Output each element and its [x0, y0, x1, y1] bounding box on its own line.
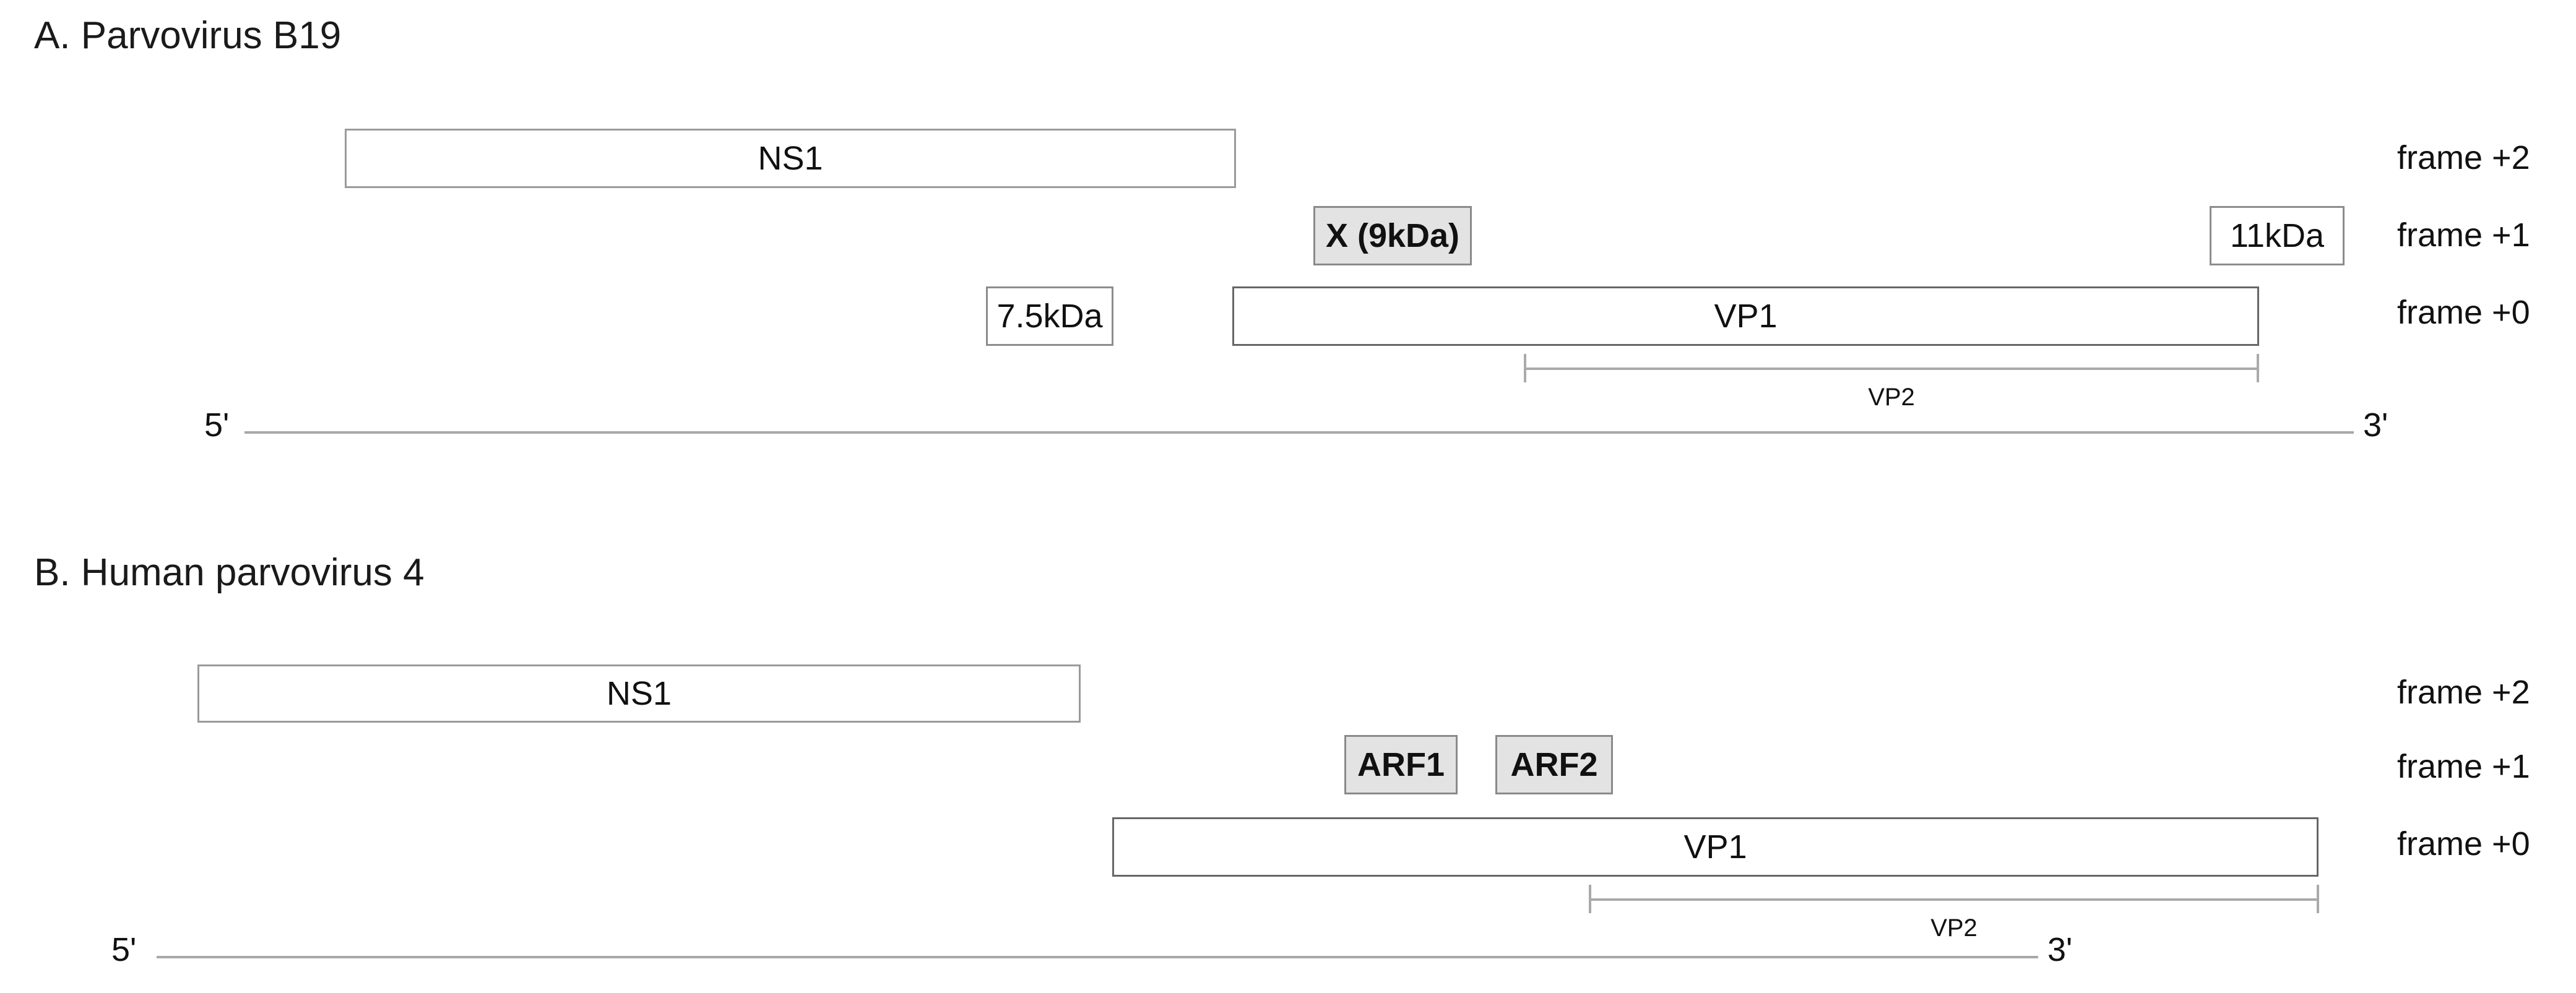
panel-a-three-prime-label: 3' [2363, 406, 2388, 444]
panel-a-orf-ns1-label: NS1 [758, 140, 823, 177]
panel-a-orf-x9kda-label: X (9kDa) [1325, 217, 1460, 254]
panel-a-vp2-bracket [1524, 354, 2259, 385]
panel-b-three-prime-label: 3' [2047, 931, 2073, 968]
panel-b-frame-plus2-label: frame +2 [2397, 674, 2530, 711]
panel-b-orf-vp1: VP1 [1112, 817, 2319, 877]
panel-b-vp2-bracket-tick-left [1589, 885, 1591, 913]
panel-a-vp2-label: VP2 [1868, 384, 1915, 411]
panel-a-vp2-bracket-line [1524, 368, 2259, 370]
panel-b-vp2-bracket-tick-right [2317, 885, 2319, 913]
panel-a-orf-ns1: NS1 [345, 129, 1236, 188]
panel-a-frame-plus0-label: frame +0 [2397, 294, 2530, 331]
panel-a-orf-75kda: 7.5kDa [986, 286, 1113, 346]
panel-a-orf-x9kda: X (9kDa) [1313, 206, 1472, 265]
panel-a-orf-vp1: VP1 [1232, 286, 2259, 346]
panel-b-orf-ns1-label: NS1 [606, 675, 672, 712]
panel-b-orf-vp1-label: VP1 [1683, 828, 1747, 866]
panel-b-orf-arf1-label: ARF1 [1357, 746, 1445, 783]
panel-b-orf-arf2: ARF2 [1495, 735, 1613, 794]
panel-b-title: B. Human parvovirus 4 [34, 551, 425, 594]
panel-b-genome-line [157, 956, 2038, 958]
panel-b-orf-arf1: ARF1 [1344, 735, 1458, 794]
panel-a-frame-plus1-label: frame +1 [2397, 217, 2530, 254]
panel-a-five-prime-label: 5' [204, 406, 230, 444]
panel-b-frame-plus0-label: frame +0 [2397, 825, 2530, 862]
panel-b-orf-ns1: NS1 [197, 664, 1081, 723]
panel-b-orf-arf2-label: ARF2 [1510, 746, 1598, 783]
panel-a-orf-75kda-label: 7.5kDa [996, 298, 1103, 335]
panel-a-orf-vp1-label: VP1 [1714, 298, 1778, 335]
panel-a-genome-line [244, 431, 2354, 434]
panel-a-orf-11kda: 11kDa [2210, 206, 2345, 265]
panel-a-orf-11kda-label: 11kDa [2229, 217, 2325, 254]
panel-b-vp2-bracket-line [1589, 898, 2319, 901]
panel-a-frame-plus2-label: frame +2 [2397, 139, 2530, 176]
panel-b-frame-plus1-label: frame +1 [2397, 748, 2530, 785]
panel-b-five-prime-label: 5' [111, 931, 137, 968]
panel-b-vp2-bracket [1589, 885, 2319, 916]
panel-a-vp2-bracket-tick-left [1524, 354, 1526, 382]
panel-a-title: A. Parvovirus B19 [34, 14, 342, 57]
panel-b-vp2-label: VP2 [1930, 914, 1977, 942]
panel-a-vp2-bracket-tick-right [2257, 354, 2259, 382]
